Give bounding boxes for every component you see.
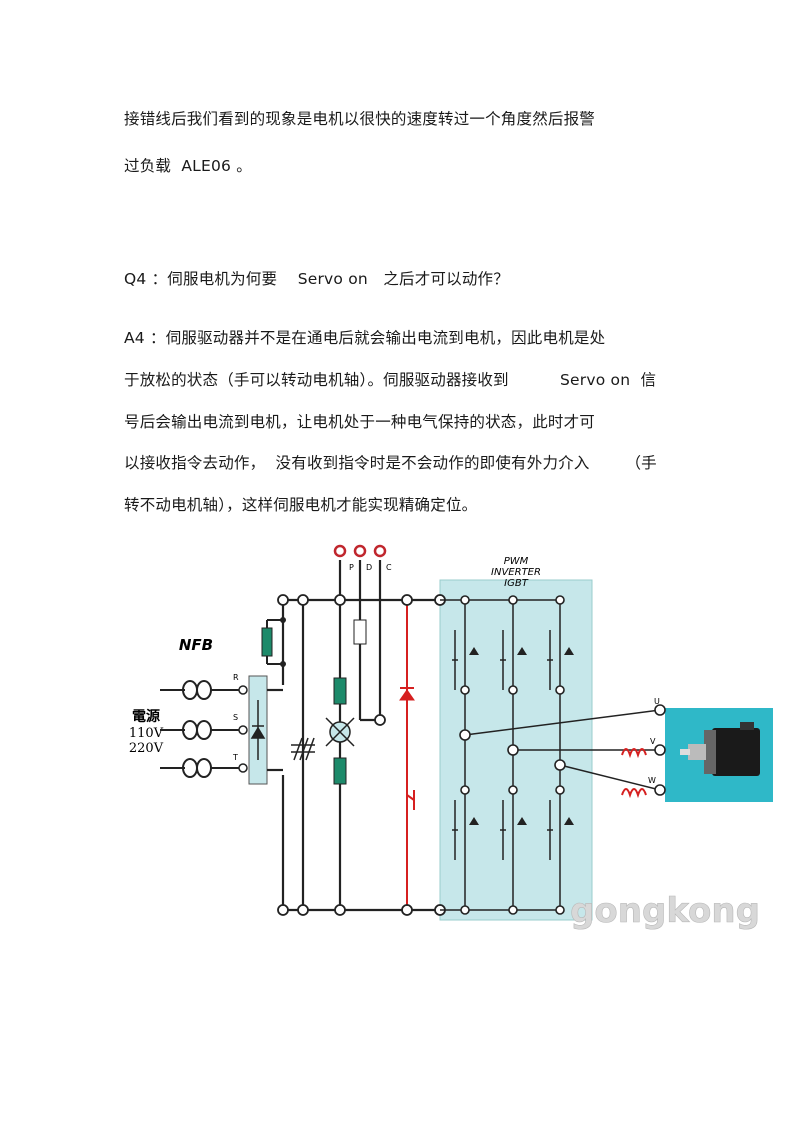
- igbt-label: IGBT: [504, 578, 529, 589]
- w-label: W: [648, 776, 656, 785]
- dc-bus: [267, 560, 440, 912]
- t-label: T: [232, 753, 238, 762]
- voltage-220: 220V: [129, 741, 164, 756]
- bus-capacitor: [291, 737, 315, 761]
- nfb-label: NFB: [179, 636, 213, 654]
- answer-line: 转不动电机轴），这样伺服电机才能实现精确定位。: [124, 496, 478, 514]
- resistor: [333, 677, 347, 705]
- voltage-110: 110V: [129, 726, 164, 741]
- inverter-label: INVERTER: [491, 567, 541, 578]
- paragraph-line: 过负载 ALE06 。: [124, 157, 252, 175]
- v-label: V: [650, 737, 656, 746]
- paragraph-line: 接错线后我们看到的现象是电机以很快的速度转过一个角度然后报警: [124, 110, 596, 128]
- answer-line: 于放松的状态（手可以转动电机轴）。伺服驱动器接收到 Servo on 信: [124, 371, 657, 389]
- p-label: P: [349, 563, 354, 572]
- servo-motor-icon: [680, 722, 760, 776]
- answer-line: A4 ：伺服驱动器并不是在通电后就会输出电流到电机，因此电机是处: [124, 329, 606, 347]
- r-label: R: [233, 673, 239, 682]
- current-sensors: [621, 748, 647, 799]
- power-label: 電源: [132, 708, 160, 725]
- answer-line: 以接收指令去动作， 没有收到指令时是不会动作的即使有外力介入 （手: [124, 454, 657, 472]
- resistor: [333, 757, 347, 785]
- pdc-terminals: [333, 544, 387, 558]
- s-label: S: [233, 713, 238, 722]
- pwm-label: PWM: [504, 556, 529, 567]
- answer-line: 号后会输出电流到电机，让电机处于一种电气保持的状态，此时才可: [124, 413, 596, 431]
- brake-resistor: [353, 619, 367, 645]
- question-q4: Q4 ：伺服电机为何要 Servo on 之后才可以动作？: [124, 270, 509, 288]
- d-label: D: [366, 563, 372, 572]
- watermark: gongkong: [570, 891, 760, 931]
- charge-lamp-icon: [325, 717, 355, 747]
- nfb-breakers: [160, 680, 240, 778]
- u-label: U: [654, 697, 660, 706]
- relay-coil: [261, 627, 273, 657]
- igbt-switches: [440, 599, 661, 911]
- c-label: C: [386, 563, 392, 572]
